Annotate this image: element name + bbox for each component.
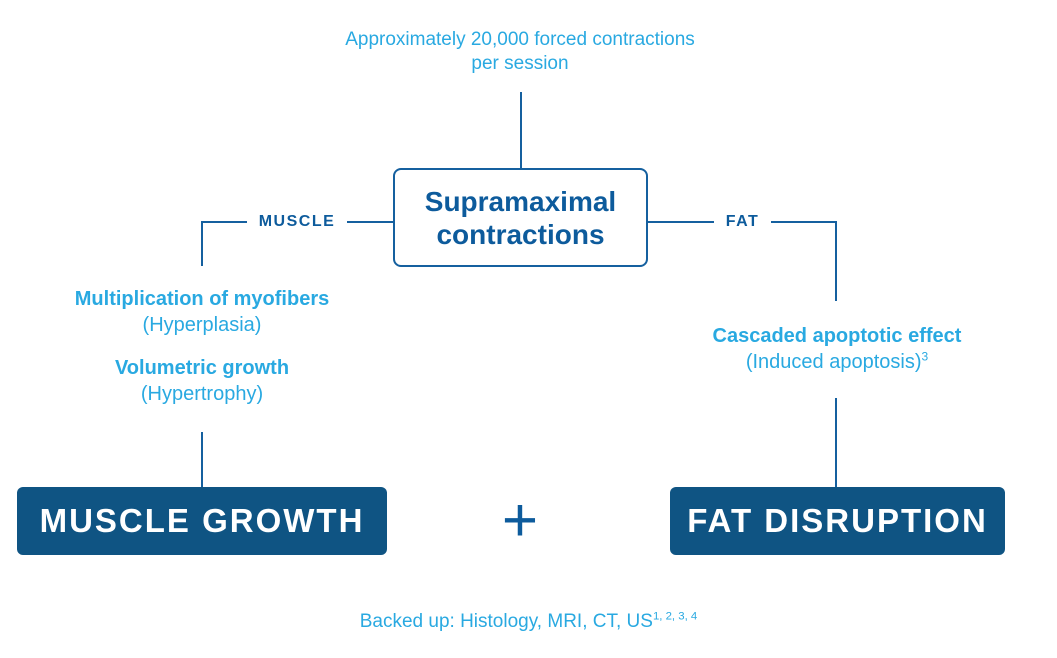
- top-note-line1: Approximately 20,000 forced contractions: [345, 29, 695, 50]
- footer-citation-text: Backed up: Histology, MRI, CT, US: [359, 611, 653, 632]
- fat-branch-label: FAT: [713, 213, 772, 231]
- muscle-effect-2: Volumetric growth (Hypertrophy): [21, 355, 383, 407]
- footer-citation: Backed up: Histology, MRI, CT, US1, 2, 3…: [0, 611, 1057, 633]
- plus-symbol: +: [501, 486, 539, 555]
- center-node-supramaximal-contractions: Supramaximal contractions: [393, 168, 648, 267]
- footer-citation-superscript: 1, 2, 3, 4: [652, 610, 698, 623]
- fat-effects: Cascaded apoptotic effect (Induced apopt…: [657, 323, 1017, 375]
- fat-branch-label-wrap: FAT: [648, 213, 837, 231]
- fat-effect-1-superscript: 3: [921, 349, 929, 364]
- muscle-effect-1-subtitle: (Hyperplasia): [142, 314, 262, 336]
- connector-fat-result-vertical: [835, 398, 837, 488]
- connector-fat-elbow-vertical: [835, 221, 837, 301]
- muscle-effect-1-title: Multiplication of myofibers: [74, 288, 330, 310]
- connector-muscle-result-vertical: [201, 432, 203, 488]
- plus-icon: +: [480, 483, 560, 559]
- muscle-effect-1: Multiplication of myofibers (Hyperplasia…: [21, 286, 383, 338]
- fat-disruption-result-box: FAT DISRUPTION: [670, 487, 1005, 555]
- top-note-line2: per session: [471, 53, 569, 74]
- fat-effect-1-title: Cascaded apoptotic effect: [712, 325, 962, 347]
- connector-top-vertical: [520, 92, 522, 168]
- center-node-line1: Supramaximal: [424, 185, 617, 217]
- fat-effect-1-subtitle: (Induced apoptosis)3: [657, 349, 1017, 375]
- muscle-effect-2-title: Volumetric growth: [114, 357, 290, 379]
- muscle-branch-label-wrap: MUSCLE: [201, 213, 393, 231]
- fat-effect-1: Cascaded apoptotic effect (Induced apopt…: [657, 323, 1017, 375]
- center-node-line2: contractions: [436, 218, 605, 250]
- muscle-effects: Multiplication of myofibers (Hyperplasia…: [21, 286, 383, 407]
- fat-disruption-result-label: FAT DISRUPTION: [687, 502, 988, 539]
- muscle-growth-result-box: MUSCLE GROWTH: [17, 487, 387, 555]
- fat-effect-1-subtitle-text: (Induced apoptosis): [745, 351, 922, 373]
- muscle-growth-result-label: MUSCLE GROWTH: [39, 502, 365, 539]
- connector-muscle-elbow-vertical: [201, 221, 203, 266]
- top-note: Approximately 20,000 forced contractions…: [0, 28, 1040, 76]
- muscle-branch-label: MUSCLE: [246, 213, 348, 231]
- muscle-effect-2-subtitle: (Hypertrophy): [140, 383, 264, 405]
